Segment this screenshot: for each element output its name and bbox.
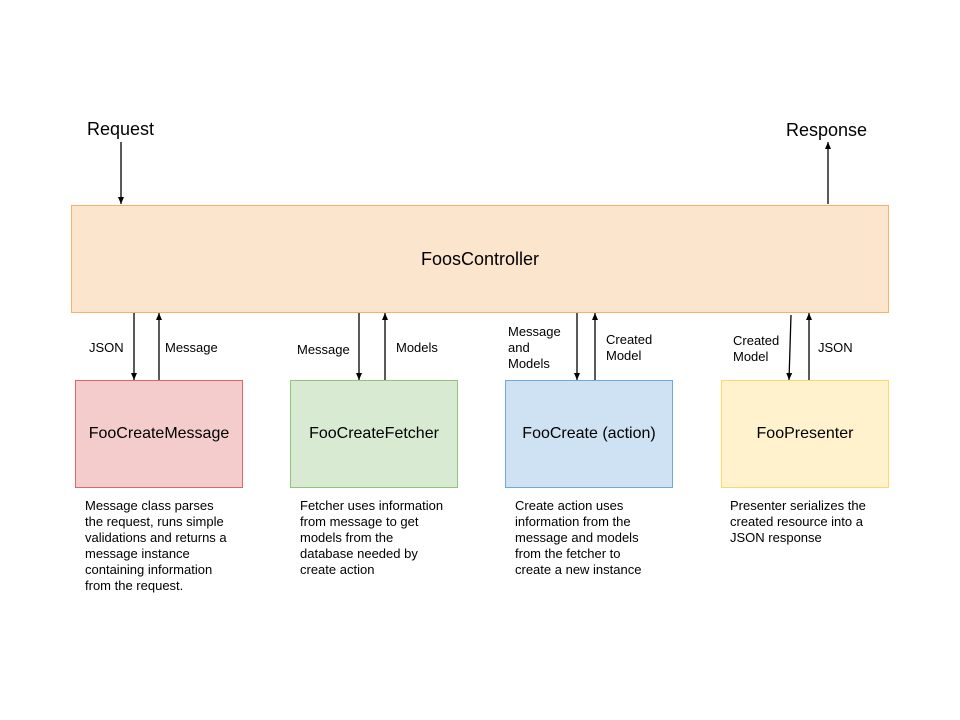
created-model-in-label: Created Model xyxy=(733,333,780,364)
foo-create-message-description: Message class parses the request, runs s… xyxy=(85,498,227,593)
foo-presenter-box: FooPresenter xyxy=(721,380,889,488)
created-model-to-presenter-arrow xyxy=(786,314,793,381)
json-out-label: JSON xyxy=(818,340,853,355)
message-out-label: Message xyxy=(165,340,218,355)
foos-controller-box: FoosController xyxy=(71,205,889,313)
foo-create-message-box: FooCreateMessage xyxy=(75,380,243,488)
message-in-label: Message xyxy=(297,342,350,357)
foo-presenter-label: FooPresenter xyxy=(756,425,854,442)
json-in-label: JSON xyxy=(89,340,124,355)
request-label: Request xyxy=(87,119,155,139)
foo-create-fetcher-description: Fetcher uses information from message to… xyxy=(300,498,444,577)
foo-create-fetcher-box: FooCreateFetcher xyxy=(290,380,458,488)
foos-controller-label: FoosController xyxy=(420,248,540,269)
message-and-models-in-label: Message and Models xyxy=(508,324,561,371)
response-label: Response xyxy=(786,120,868,140)
foo-create-action-label: FooCreate (action) xyxy=(522,425,656,442)
foo-create-action-description: Create action uses information from the … xyxy=(515,498,642,577)
models-out-label: Models xyxy=(396,340,438,355)
foo-create-fetcher-label: FooCreateFetcher xyxy=(309,425,439,442)
foo-presenter-description: Presenter serializes the created resourc… xyxy=(730,498,866,545)
created-model-out-label: Created Model xyxy=(606,332,653,363)
foo-create-action-box: FooCreate (action) xyxy=(505,380,673,488)
foo-create-message-label: FooCreateMessage xyxy=(88,425,230,442)
